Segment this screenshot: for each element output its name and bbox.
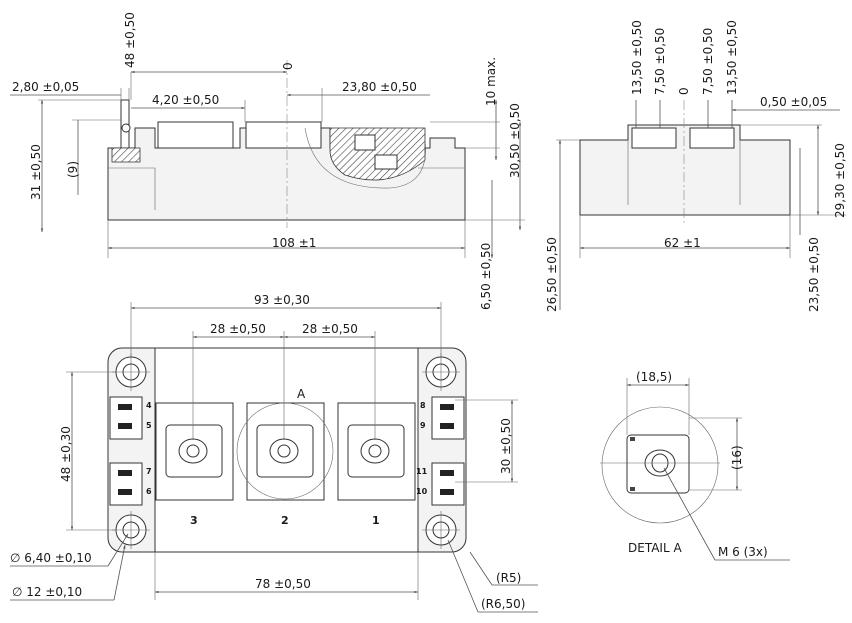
dim-10max-label: 10 max. (484, 57, 498, 106)
dim-108-label: 108 ±1 (272, 236, 316, 250)
front-side-detail (108, 167, 156, 210)
front-pin-head (121, 123, 131, 133)
dim-4-20-label: 4,20 ±0,50 (152, 93, 219, 107)
side-dim-0-50-label: 0,50 ±0,05 (760, 95, 827, 109)
top-dim-93-label: 93 ±0,30 (254, 293, 310, 307)
side-terminal-left (631, 127, 677, 149)
front-detail-circle (304, 127, 426, 189)
top-dim-28b-label: 28 ±0,50 (302, 322, 358, 336)
detail-a-title: DETAIL A (628, 541, 682, 555)
pin-5-label: 5 (146, 421, 152, 430)
front-section-nut (354, 134, 376, 151)
aux-connector-right-bottom (431, 462, 465, 506)
front-pin-base-section (111, 147, 141, 163)
aux-connector-right-top (431, 396, 465, 440)
thread-leader (663, 467, 716, 561)
pin-4-label: 4 (146, 401, 152, 410)
r6-50-label: (R6,50) (481, 597, 525, 611)
mounting-hole-tr (422, 353, 460, 391)
dim-9-label: (9) (66, 161, 80, 178)
terminal-1-label: 1 (372, 514, 380, 527)
side-housing (579, 124, 791, 216)
thread-label: M 6 (3x) (718, 545, 768, 559)
pin-9-label: 9 (420, 421, 426, 430)
r5-leader (469, 551, 493, 586)
front-view: 48 ±0,50 0 2,80 ±0,05 4,20 ±0,50 23,80 ±… (10, 12, 525, 310)
side-dim-0: 0 (677, 87, 691, 95)
dim-48-label: 48 ±0,50 (123, 12, 137, 68)
detail-dim-18-5-label: (18,5) (636, 370, 672, 384)
side-view: 13,50 ±0,50 7,50 ±0,50 0 7,50 ±0,50 13,5… (545, 20, 847, 312)
top-view: 4 5 7 6 8 9 11 10 3 2 1 A 93 ±0,30 28 ±0… (10, 293, 538, 613)
pin-10-label: 10 (416, 487, 428, 496)
detail-a-marker: A (297, 387, 306, 401)
dim-23-80-label: 23,80 ±0,50 (342, 80, 417, 94)
aux-connector-left-bottom (109, 462, 143, 506)
dim-30-50-label: 30,50 ±0,50 (508, 103, 522, 178)
mounting-hole-tl (112, 353, 150, 391)
terminal-1 (337, 402, 416, 501)
detail-a-circle (601, 406, 719, 524)
dia-12-label: ∅ 12 ±0,10 (12, 585, 82, 599)
front-terminal-plate-2 (245, 121, 322, 149)
side-dim-7-50-r: 7,50 ±0,50 (701, 28, 715, 95)
aux-connector-left-top (109, 396, 143, 440)
dim-0-label: 0 (281, 62, 295, 70)
front-terminal-plate-3 (157, 121, 234, 149)
side-dim-13-50-r: 13,50 ±0,50 (725, 20, 739, 95)
side-dim-62-label: 62 ±1 (664, 236, 701, 250)
side-dim-23-50-label: 23,50 ±0,50 (807, 237, 821, 312)
terminal-2-label: 2 (281, 514, 289, 527)
top-dim-78-label: 78 ±0,50 (255, 577, 311, 591)
dim-2-80-label: 2,80 ±0,05 (12, 80, 79, 94)
front-section-cut (329, 127, 426, 181)
dim-31-label: 31 ±0,50 (29, 144, 43, 200)
side-dim-26-50-label: 26,50 ±0,50 (545, 237, 559, 312)
top-dim-30-label: 30 ±0,50 (499, 418, 513, 474)
side-dim-13-50-l: 13,50 ±0,50 (630, 20, 644, 95)
terminal-3-label: 3 (190, 514, 198, 527)
pin-7-label: 7 (146, 467, 152, 476)
terminal-3 (155, 402, 234, 501)
side-dim-29-30-label: 29,30 ±0,50 (833, 143, 847, 218)
side-dim-7-50-l: 7,50 ±0,50 (653, 28, 667, 95)
detail-dim-16-label: (16) (730, 445, 744, 470)
pin-11-label: 11 (416, 467, 428, 476)
dim-6-50-label: 6,50 ±0,50 (479, 243, 493, 310)
mounting-hole-br (422, 511, 460, 549)
top-dim-48-label: 48 ±0,30 (59, 426, 73, 482)
r6-50-leader (447, 539, 479, 613)
r5-label: (R5) (496, 571, 521, 585)
detail-a: (18,5) (16) DETAIL A M 6 (3x) (600, 370, 790, 561)
pin-8-label: 8 (420, 401, 426, 410)
side-terminal-right (689, 127, 735, 149)
dia-6-40-label: ∅ 6,40 ±0,10 (10, 551, 92, 565)
pin-6-label: 6 (146, 487, 152, 496)
front-section-insert (374, 154, 398, 170)
top-dim-28a-label: 28 ±0,50 (210, 322, 266, 336)
terminal-2 (236, 402, 334, 501)
